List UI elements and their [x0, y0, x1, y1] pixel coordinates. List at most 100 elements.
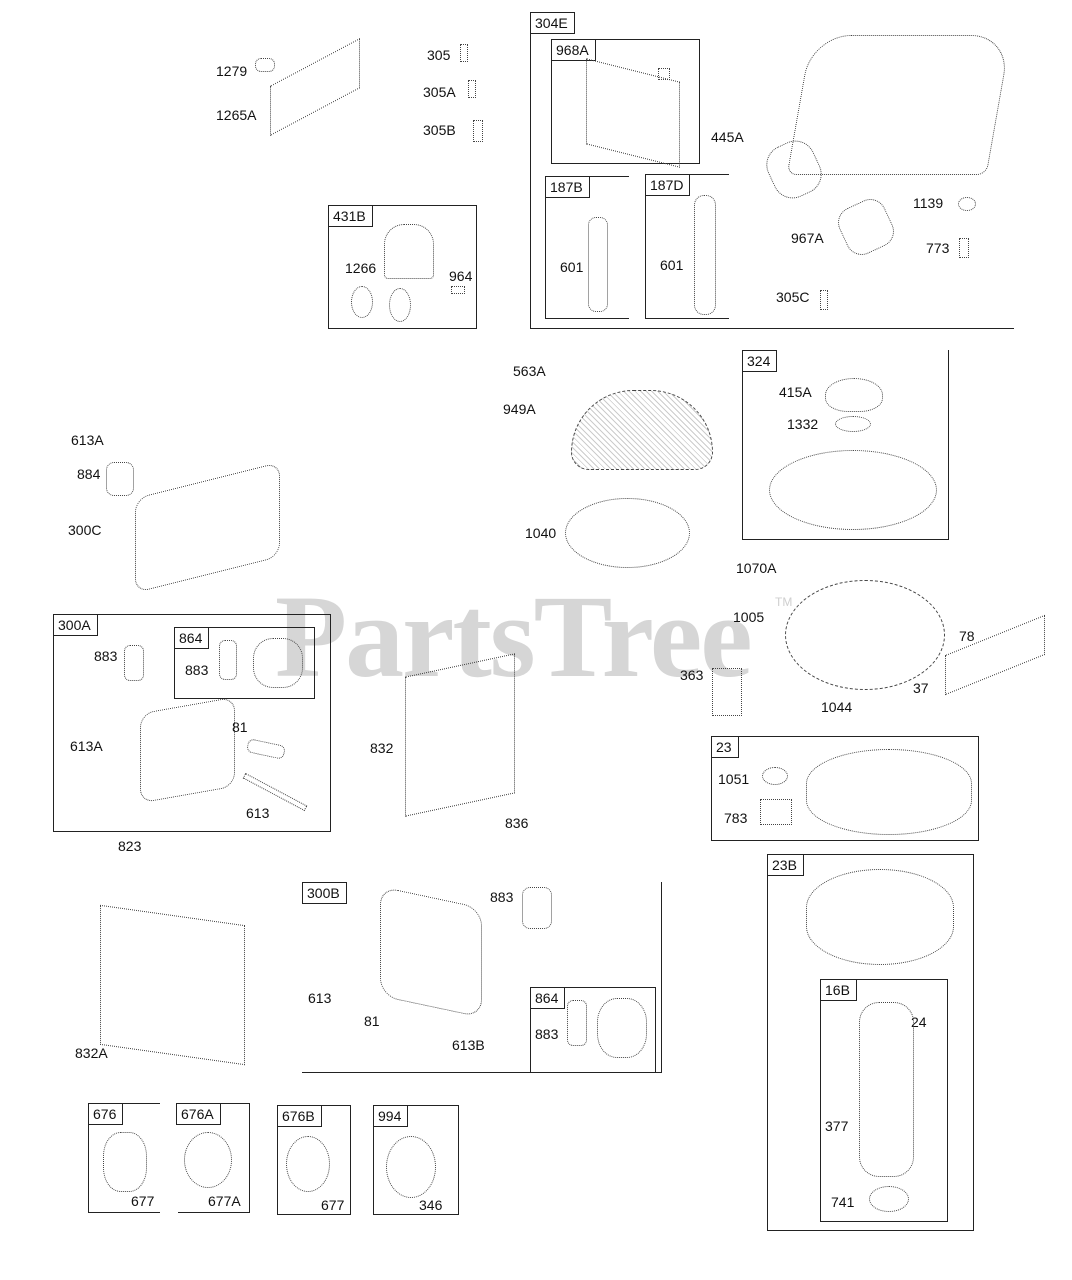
callout-305B[interactable]: 305B [423, 122, 456, 138]
callout-677A[interactable]: 677A [208, 1193, 241, 1209]
callout-1040[interactable]: 1040 [525, 525, 557, 541]
callout-964[interactable]: 964 [449, 268, 473, 284]
group-16B: 16B 24 377 741 [820, 979, 948, 1222]
muffler-icon [140, 696, 235, 804]
callout-305[interactable]: 305 [427, 47, 451, 63]
callout-24[interactable]: 24 [911, 1014, 927, 1030]
callout-967A[interactable]: 967A [791, 230, 824, 246]
group-676: 676 677 [88, 1103, 160, 1213]
callout-81[interactable]: 81 [232, 719, 248, 735]
screw-icon [959, 238, 969, 258]
callout-305A[interactable]: 305A [423, 84, 456, 100]
group-968A: 968A [551, 39, 700, 168]
gasket-icon [567, 1000, 587, 1046]
gear-icon [869, 1186, 909, 1212]
callout-1139[interactable]: 1139 [913, 195, 944, 211]
group-tag[interactable]: 23B [767, 854, 804, 876]
screw-icon [820, 290, 828, 310]
callout-949A[interactable]: 949A [503, 401, 536, 417]
callout-377[interactable]: 377 [825, 1118, 849, 1134]
group-tag[interactable]: 431B [328, 205, 373, 227]
group-tag[interactable]: 187D [645, 174, 691, 196]
callout-613[interactable]: 613 [246, 805, 270, 821]
callout-363[interactable]: 363 [680, 667, 704, 683]
callout-832A[interactable]: 832A [75, 1045, 108, 1061]
flywheel-icon [806, 749, 972, 835]
callout-1070A[interactable]: 1070A [736, 560, 777, 576]
cap-icon [825, 378, 883, 412]
callout-1265A[interactable]: 1265A [216, 107, 257, 123]
group-994: 994 346 [373, 1105, 459, 1215]
muffler-icon [380, 886, 482, 1018]
group-tag[interactable]: 324 [742, 350, 778, 372]
group-tag[interactable]: 187B [545, 176, 590, 198]
group-tag[interactable]: 676A [176, 1103, 221, 1125]
callout-883[interactable]: 883 [94, 648, 118, 664]
callout-601[interactable]: 601 [560, 259, 584, 275]
callout-1332[interactable]: 1332 [787, 416, 819, 432]
callout-1051[interactable]: 1051 [718, 771, 750, 787]
callout-613A[interactable]: 613A [70, 738, 103, 754]
screen-icon [769, 450, 937, 530]
fuel-line-icon [588, 217, 608, 312]
callout-613[interactable]: 613 [308, 990, 332, 1006]
callout-613A[interactable]: 613A [71, 432, 104, 448]
group-tag[interactable]: 300A [53, 614, 98, 636]
callout-1005[interactable]: 1005 [733, 609, 765, 625]
pre-cleaner-icon [832, 193, 900, 261]
guard-icon [103, 1132, 147, 1192]
fuel-line-icon [694, 195, 716, 315]
callout-613B[interactable]: 613B [452, 1037, 485, 1053]
group-tag[interactable]: 864 [174, 627, 210, 649]
muffler-icon [135, 461, 280, 594]
callout-37[interactable]: 37 [913, 680, 929, 696]
callout-300C[interactable]: 300C [68, 522, 102, 538]
group-tag[interactable]: 23 [711, 736, 739, 758]
group-tag[interactable]: 968A [551, 39, 596, 61]
callout-832[interactable]: 832 [370, 740, 394, 756]
callout-415A[interactable]: 415A [779, 384, 812, 400]
callout-883[interactable]: 883 [535, 1026, 559, 1042]
group-tag[interactable]: 16B [820, 979, 857, 1001]
group-tag[interactable]: 676 [88, 1103, 124, 1125]
callout-884[interactable]: 884 [77, 466, 101, 482]
group-tag[interactable]: 676B [277, 1105, 322, 1127]
callout-836[interactable]: 836 [505, 815, 529, 831]
latch-icon [658, 68, 670, 80]
muffler-guard-icon [100, 904, 245, 1066]
callout-1279[interactable]: 1279 [216, 63, 248, 79]
callout-883[interactable]: 883 [185, 662, 209, 678]
group-tag[interactable]: 300B [302, 882, 347, 904]
callout-563A[interactable]: 563A [513, 363, 546, 379]
deflector-icon [253, 638, 303, 688]
callout-773[interactable]: 773 [926, 240, 950, 256]
callout-677[interactable]: 677 [131, 1193, 155, 1209]
rotating-screen-icon [571, 390, 713, 470]
group-tag[interactable]: 304E [530, 12, 575, 34]
callout-783[interactable]: 783 [724, 810, 748, 826]
callout-346[interactable]: 346 [419, 1197, 443, 1213]
group-324: 324 415A 1332 [742, 350, 949, 540]
group-23B: 23B 16B 24 377 741 [767, 854, 974, 1231]
callout-741[interactable]: 741 [831, 1194, 855, 1210]
crankshaft-icon [859, 1002, 914, 1177]
callout-78[interactable]: 78 [959, 628, 975, 644]
callout-1266[interactable]: 1266 [345, 260, 377, 276]
callout-601[interactable]: 601 [660, 257, 684, 273]
gasket-icon [124, 645, 144, 681]
callout-823[interactable]: 823 [118, 838, 142, 854]
callout-445A[interactable]: 445A [711, 129, 744, 145]
spacer-icon [245, 738, 287, 760]
group-tag[interactable]: 994 [373, 1105, 409, 1127]
callout-883[interactable]: 883 [490, 889, 514, 905]
callout-81[interactable]: 81 [364, 1013, 380, 1029]
air-guide-icon [945, 614, 1045, 696]
callout-677[interactable]: 677 [321, 1197, 345, 1213]
elbow-tube-icon [384, 224, 434, 279]
callout-305C[interactable]: 305C [776, 289, 810, 305]
callout-1044[interactable]: 1044 [821, 699, 853, 715]
group-tag[interactable]: 864 [530, 987, 566, 1009]
grommet-icon [389, 288, 411, 322]
group-676B: 676B 677 [277, 1105, 351, 1215]
guard-icon [286, 1136, 330, 1192]
